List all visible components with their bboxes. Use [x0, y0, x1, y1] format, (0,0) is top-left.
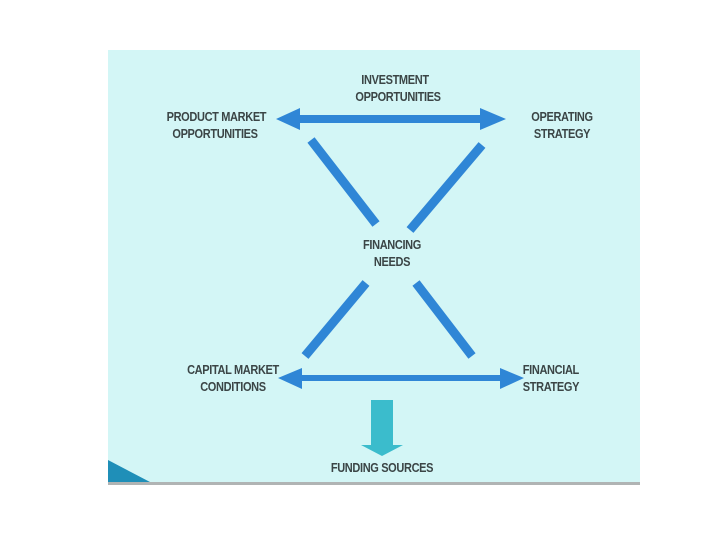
- top-double-arrow: [276, 108, 506, 130]
- corner-decoration: [108, 460, 150, 482]
- x-connectors: [301, 137, 486, 359]
- label-financing-needs: FINANCING NEEDS: [363, 238, 421, 269]
- line-bottom-right: [412, 280, 476, 359]
- slide-bottom-bar: [108, 482, 640, 485]
- line-top-right: [406, 142, 486, 233]
- label-funding-sources: FUNDING SOURCES: [330, 461, 434, 475]
- label-operating-strategy: OPERATING STRATEGY: [531, 110, 593, 141]
- label-investment-opportunities: INVESTMENT OPPORTUNITIES: [355, 73, 441, 104]
- line-bottom-left: [301, 280, 370, 359]
- label-financial-strategy: FINANCIAL STRATEGY: [522, 363, 580, 394]
- label-capital-market-conditions: CAPITAL MARKET CONDITIONS: [187, 363, 279, 394]
- down-arrow: [361, 400, 403, 456]
- line-top-left: [307, 137, 380, 227]
- label-product-market-opportunities: PRODUCT MARKET OPPORTUNITIES: [166, 110, 267, 141]
- bottom-double-arrow: [278, 368, 524, 389]
